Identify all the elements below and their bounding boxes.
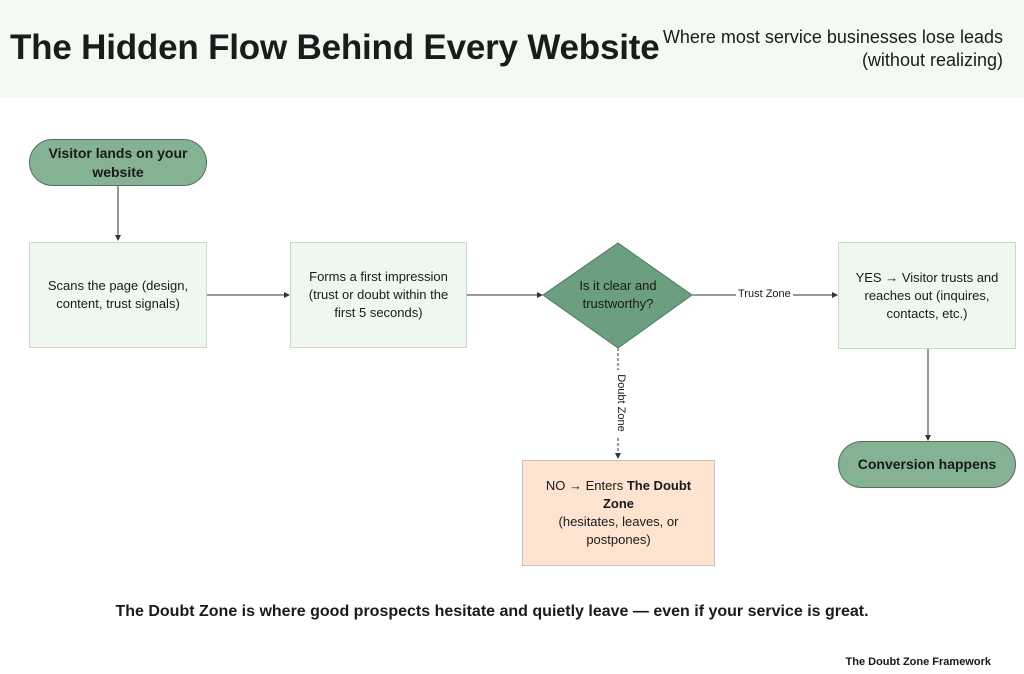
scan-step: Scans the page (design, content, trust s…: [29, 242, 207, 348]
conversion-node: Conversion happens: [838, 441, 1016, 488]
scan-step-label: Scans the page (design, content, trust s…: [47, 278, 189, 311]
impression-step: Forms a first impression (trust or doubt…: [290, 242, 467, 348]
conversion-node-label: Conversion happens: [857, 456, 997, 472]
footer-note: The Doubt Zone is where good prospects h…: [115, 603, 869, 620]
doubt-zone-edge-label: Doubt Zone: [613, 370, 627, 436]
brand-label: The Doubt Zone Framework: [845, 656, 991, 668]
doubt-zone-suffix: (hesitates, leaves, or postpones): [558, 514, 679, 547]
decision-label: Is it clear and trustworthy?: [579, 278, 657, 311]
start-node: Visitor lands on your website: [29, 139, 207, 186]
start-node-label: Visitor lands on your website: [48, 144, 188, 180]
trust-zone-label: Trust Zone: [736, 288, 793, 300]
header-banner: The Hidden Flow Behind Every Website Whe…: [0, 0, 1024, 98]
doubt-zone-step: NO → Enters The Doubt Zone (hesitates, l…: [522, 460, 715, 566]
page-subtitle: Where most service businesses lose leads…: [662, 27, 1003, 70]
page-title: The Hidden Flow Behind Every Website: [10, 28, 660, 67]
decision-diamond: [542, 242, 693, 349]
yes-step-label: YES → Visitor trusts and reaches out (in…: [855, 269, 999, 321]
yes-step: YES → Visitor trusts and reaches out (in…: [838, 242, 1016, 349]
doubt-zone-bold: The Doubt Zone: [602, 478, 692, 511]
impression-step-label: Forms a first impression (trust or doubt…: [308, 269, 449, 320]
doubt-zone-prefix: NO → Enters: [545, 478, 627, 493]
